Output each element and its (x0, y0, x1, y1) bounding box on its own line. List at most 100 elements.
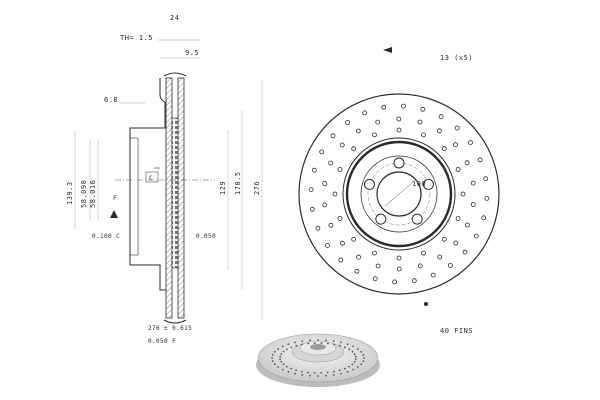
iso-drill-hole (287, 343, 290, 346)
iso-drill-hole (353, 353, 356, 356)
iso-drill-hole (290, 367, 292, 370)
iso-drill-hole (307, 342, 310, 345)
iso-drill-hole (351, 363, 354, 366)
iso-drill-hole (307, 371, 309, 374)
dim-0-050-f: 0.050 F (148, 338, 176, 345)
iso-drill-hole (279, 358, 281, 361)
iso-drill-hole (333, 370, 335, 373)
drill-hole (381, 104, 387, 110)
bolt-hole-pattern (364, 157, 434, 225)
drill-hole (464, 160, 470, 166)
iso-drill-hole (301, 340, 304, 342)
iso-drill-hole (360, 363, 363, 366)
iso-drill-hole (343, 367, 346, 370)
dim-0-100-c: 0.100 C (92, 233, 120, 240)
drill-hole (468, 140, 473, 146)
iso-drill-hole (356, 348, 359, 350)
iso-drill-hole (348, 365, 350, 368)
iso-drill-hole (338, 369, 341, 372)
drill-hole (337, 167, 343, 172)
drill-hole (454, 125, 460, 131)
drill-hole (315, 225, 321, 231)
drill-hole (372, 250, 377, 256)
iso-drill-hole (353, 361, 356, 363)
dim-pcd-100: 100 (412, 180, 426, 188)
iso-drill-hole (346, 370, 349, 373)
drill-hole (396, 116, 402, 122)
iso-drill-hole (333, 343, 336, 346)
iso-drill-hole (317, 339, 319, 341)
drill-hole (372, 276, 378, 282)
dim-139-3: 139.3 (66, 181, 74, 205)
marker-c: C (149, 175, 153, 182)
drill-hole (396, 127, 402, 133)
drill-hole (330, 133, 336, 139)
iso-drill-hole (327, 342, 329, 345)
iso-drill-hole (295, 344, 298, 347)
dim-0-050: 0.050 (196, 233, 216, 240)
drill-hole (328, 160, 334, 166)
dim-width-24: 24 (170, 14, 179, 22)
iso-drill-hole (346, 343, 349, 346)
dim-276: 276 (253, 181, 261, 195)
iso-drill-hole (326, 371, 329, 374)
drill-hole (396, 266, 402, 272)
drill-hole (340, 240, 345, 246)
drill-hole (437, 254, 443, 260)
drill-hole (441, 236, 447, 242)
iso-drill-hole (313, 342, 316, 344)
iso-drill-hole (325, 374, 327, 377)
iso-drill-hole (351, 350, 354, 353)
dim-6-8: 6.8 (104, 96, 118, 104)
hat-outer-edge (345, 140, 453, 248)
iso-drill-hole (313, 372, 316, 374)
iso-drill-hole (340, 372, 342, 375)
drill-hole-pattern (308, 103, 490, 285)
drill-hole (319, 149, 325, 155)
iso-drill-hole (362, 360, 365, 362)
iso-drill-hole (271, 354, 274, 356)
iso-drill-hole (332, 374, 335, 376)
drill-hole (375, 263, 381, 269)
drill-hole (420, 106, 426, 112)
iso-drill-hole (356, 366, 359, 368)
drill-hole (354, 268, 360, 274)
dim-129: 129 (219, 181, 227, 195)
drill-hole (441, 146, 447, 152)
note-holes-13: 13 (x5) (440, 54, 473, 62)
drill-hole (351, 236, 357, 242)
drill-hole (338, 257, 344, 263)
iso-drill-hole (280, 360, 283, 363)
drill-hole (464, 222, 470, 228)
drill-hole (477, 157, 483, 163)
hat-inner-edge (360, 155, 438, 233)
iso-drill-hole (271, 357, 273, 359)
iso-drill-hole (301, 343, 303, 346)
dim-9-5: 9.5 (185, 49, 199, 57)
iso-drill-hole (352, 345, 355, 348)
drill-hole (332, 191, 338, 197)
mark-dot (424, 302, 428, 306)
iso-drill-hole (295, 369, 297, 372)
drill-hole (337, 216, 343, 221)
drill-hole (356, 254, 362, 260)
drill-hole (308, 187, 314, 193)
drill-hole (470, 202, 476, 207)
drill-hole (396, 255, 402, 261)
drill-hole (362, 110, 368, 116)
iso-drill-hole (273, 363, 276, 366)
iso-drill-hole (325, 339, 327, 342)
drill-hole (421, 132, 426, 138)
iso-drill-hole (286, 348, 288, 351)
iso-drill-hole (317, 375, 319, 377)
iso-drill-hole (309, 339, 311, 342)
bolt-hole (393, 157, 405, 169)
iso-drill-hole (362, 354, 365, 356)
pcd-leader (384, 181, 414, 207)
iso-drill-hole (277, 348, 280, 350)
iso-drill-hole (294, 372, 296, 375)
drill-hole (473, 233, 479, 239)
iso-drill-hole (280, 353, 283, 355)
dim-th: TH= 1.5 (120, 34, 153, 42)
